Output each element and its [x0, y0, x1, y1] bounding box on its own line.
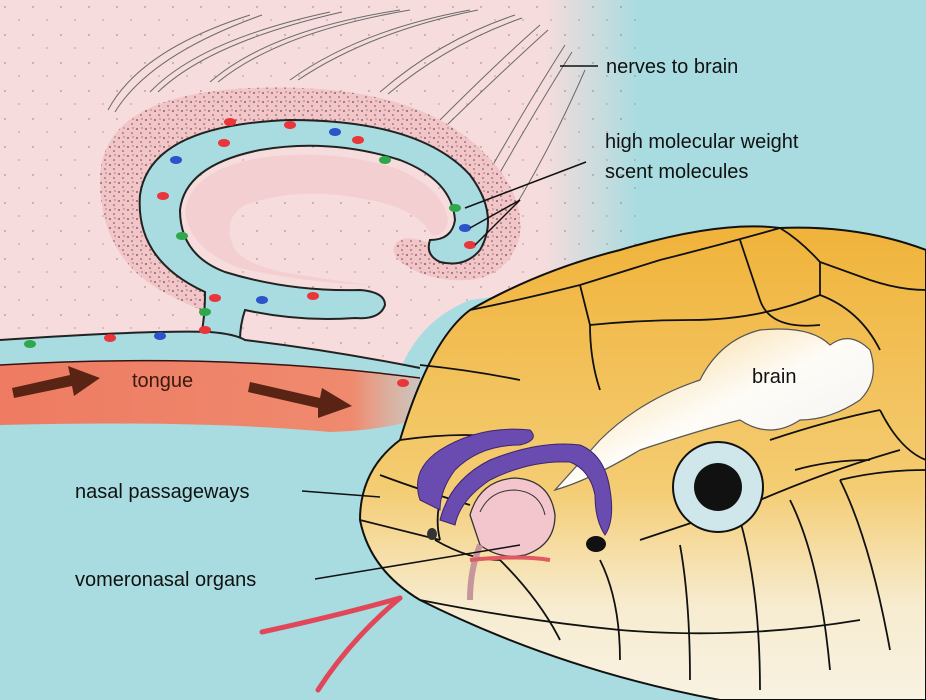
- label-brain: brain: [752, 366, 796, 388]
- label-nerves: nerves to brain: [606, 56, 738, 78]
- snake-eye: [673, 442, 763, 532]
- label-molecules-line1: high molecular weight: [605, 131, 799, 153]
- label-molecules-line2: scent molecules: [605, 161, 748, 183]
- label-tongue: tongue: [132, 370, 193, 392]
- label-nasal-passageways: nasal passageways: [75, 481, 250, 503]
- label-vomeronasal-organs: vomeronasal organs: [75, 569, 256, 591]
